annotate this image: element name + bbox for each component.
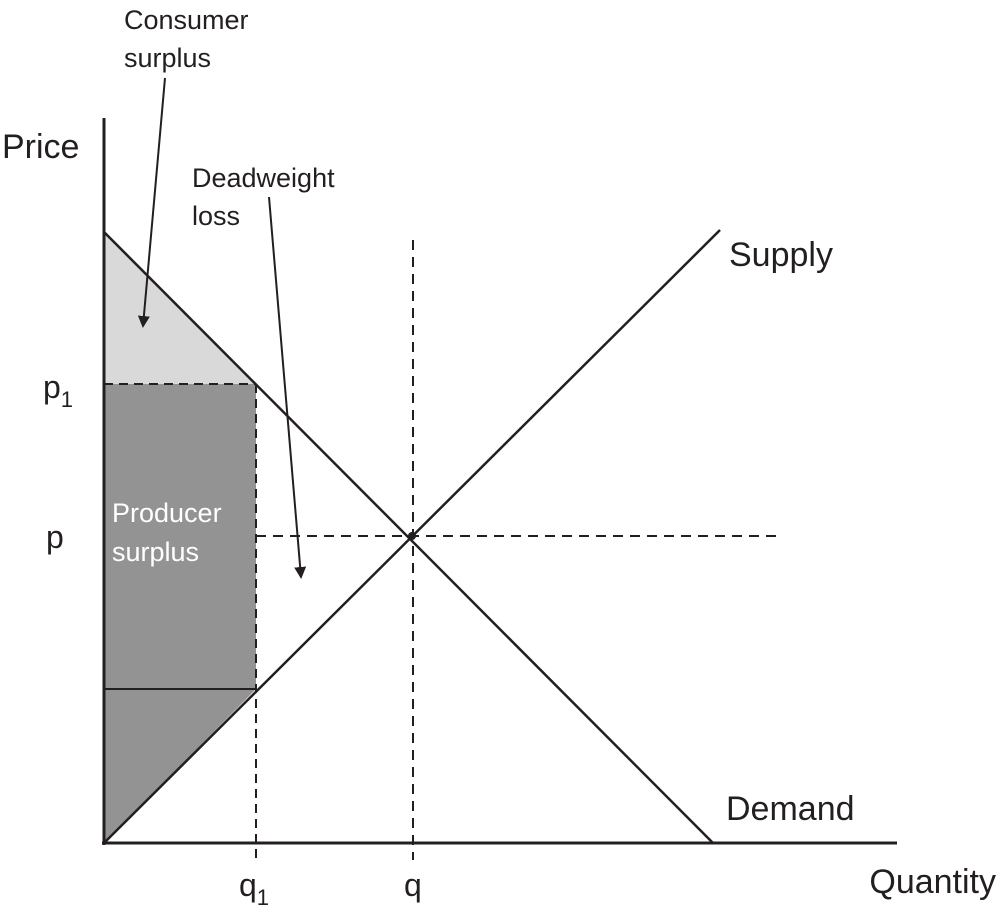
y-axis-label: Price <box>2 128 79 166</box>
x-axis-label: Quantity <box>869 863 996 901</box>
q-tick-label: q <box>404 867 422 903</box>
consumer-surplus-arrow <box>137 77 166 328</box>
q1-tick-label: q1 <box>239 867 269 910</box>
demand-label: Demand <box>726 790 855 828</box>
equilibrium-point <box>408 532 416 540</box>
producer-surplus-region <box>104 384 256 843</box>
producer-surplus-label: Producer surplus <box>112 498 229 567</box>
consumer-surplus-label: Consumer surplus <box>124 5 256 73</box>
supply-label: Supply <box>729 236 833 274</box>
p-tick-label: p <box>46 519 64 555</box>
deadweight-loss-label: Deadweight loss <box>192 163 342 231</box>
p1-tick-label: p1 <box>43 369 73 412</box>
deadweight-loss-arrow <box>268 196 307 579</box>
